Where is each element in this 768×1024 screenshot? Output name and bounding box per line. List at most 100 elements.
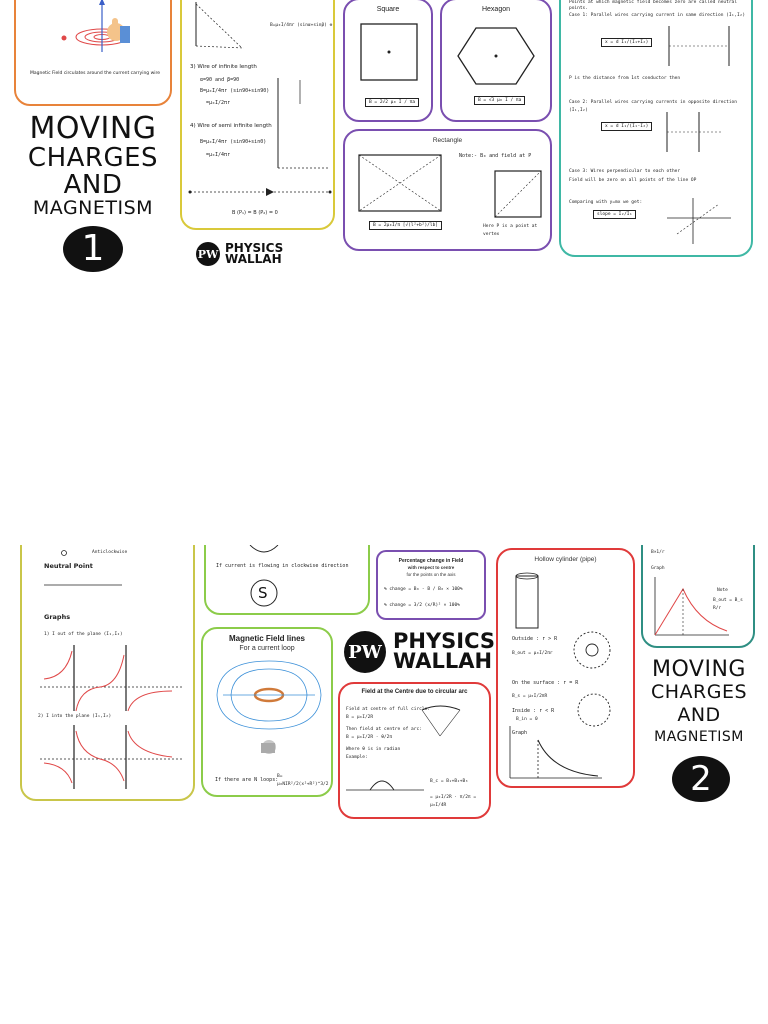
b-in: B_in = 0 xyxy=(516,717,538,722)
neutral-point-heading: Neutral Point xyxy=(44,562,93,570)
title2-moving: MOVING xyxy=(652,657,746,682)
graph-label: Graph xyxy=(512,730,528,736)
arc-diagrams xyxy=(346,705,461,791)
n-loops-formula: B= μ₀NIR²/2(x²+R²)^3/2 xyxy=(277,774,329,787)
square-formula: B = 2√2 μ₀ I / πa xyxy=(365,98,420,107)
case2-formula: x = d I₁/(I₁-I₂) xyxy=(601,122,653,131)
semi-infinite-heading: 4) Wire of semi infinite length xyxy=(190,123,272,129)
clockwise-diagram xyxy=(249,545,279,607)
panel-clockwise: If current is flowing in clockwise direc… xyxy=(204,545,370,615)
slope: slope = I₂/I₁ xyxy=(593,210,637,219)
case2: Case 2: Parallel wires carrying currents… xyxy=(569,100,737,113)
note-graph xyxy=(654,577,729,636)
brand-physics: PHYSICS xyxy=(225,240,284,255)
case3-b: Field will be zero on all points of the … xyxy=(569,178,697,183)
neutral-points-def: Points at which magnetic field becomes z… xyxy=(569,0,737,11)
title2-charges: CHARGES xyxy=(650,681,748,703)
field-lines-diagram xyxy=(216,660,322,754)
alpha-beta: α=90 and β=90 xyxy=(200,77,240,83)
title2-magnetism: MAGNETISM xyxy=(654,729,744,745)
panel-graphs: Anticlockwise Neutral Point Graphs 1) I … xyxy=(20,545,195,801)
b-r-relation: B∝1/r xyxy=(651,550,665,555)
pw-mark-large-icon: PW xyxy=(344,631,386,673)
hexagon-diagram xyxy=(457,27,535,85)
s-symbol: S xyxy=(258,584,268,602)
volume-number-badge: 1 xyxy=(63,226,123,272)
b-surface: B_s = μ₀I/2πR xyxy=(512,694,548,699)
b-semi-result: =μ₀I/4πr xyxy=(206,152,231,158)
hexagon-title: Hexagon xyxy=(481,6,511,13)
arc-example: Example: xyxy=(346,755,368,760)
field-lines-title: Magnetic Field lines xyxy=(228,634,305,643)
percentage-sub: with respect to centre xyxy=(407,565,455,570)
compare: Comparing with y=mx we get: xyxy=(569,200,643,205)
cover-strip-1: Magnetic Field circulates around the cur… xyxy=(0,0,768,272)
percentage-line2: % change = 3/2 (x/R)² × 100% xyxy=(384,603,460,608)
clockwise-note: If current is flowing in clockwise direc… xyxy=(216,563,349,569)
panel-hollow-cylinder: Hollow cylinder (pipe) Outside : r > R B… xyxy=(496,548,635,788)
panel-straight-wire: B=μ₀I/4πr (sinα+sinβ) ⊗ 3) Wire of infin… xyxy=(180,0,335,230)
volume-number-badge-2: 2 xyxy=(672,756,730,802)
infinite-wire-heading: 3) Wire of infinite length xyxy=(190,64,257,70)
wire-diagrams xyxy=(188,2,332,196)
title-charges: CHARGES xyxy=(27,143,159,173)
panel-field-lines: Magnetic Field lines For a current loop … xyxy=(201,627,333,797)
pw-logo-large: PW PHYSICS WALLAH xyxy=(344,631,495,673)
brand-wallah-large: WALLAH xyxy=(393,649,493,673)
arc-line1: Field at centre of full circle: xyxy=(346,707,430,712)
arc-sum: B_c = B₁+B₂+B₃ xyxy=(430,779,468,784)
brand-physics-large: PHYSICS xyxy=(393,629,496,654)
percentage-title: Percentage change in Field xyxy=(398,558,464,564)
b-semi: B=μ₀I/4πr (sin90+sin0) xyxy=(200,139,267,145)
n-loops: If there are N loops: xyxy=(215,777,279,783)
title-magnetism: MAGNETISM xyxy=(32,197,154,219)
panel-neutral-points: Points at which magnetic field becomes z… xyxy=(559,0,753,257)
b-result: =μ₀I/2πr xyxy=(206,100,231,106)
pw-mark-icon: PW xyxy=(196,242,220,266)
b-p1-p2: B (P₁) = B (P₂) = 0 xyxy=(232,210,278,216)
panel-rectangle: Rectangle Note:- B₀ and field at P B = 2… xyxy=(343,129,552,251)
brand-wallah: WALLAH xyxy=(225,252,282,266)
field-caption: Magnetic Field circulates around the cur… xyxy=(29,71,161,76)
arc-title: Field at the Centre due to circular arc xyxy=(361,689,468,695)
title-and: AND xyxy=(63,170,123,200)
hollow-cylinder-diagrams xyxy=(509,572,611,779)
case3: Case 3: Wires perpendicular to each othe… xyxy=(569,169,681,174)
panel-current-wire: Magnetic Field circulates around the cur… xyxy=(14,0,172,106)
arc-line2: Then field at centre of arc: xyxy=(346,727,422,732)
hexagon-formula: B = √3 μ₀ I / πa xyxy=(474,96,526,105)
title2-and: AND xyxy=(677,704,721,726)
vertex-note: Here P is a point at vertex xyxy=(483,224,538,237)
neutral-point-graphs xyxy=(40,550,182,789)
pw-logo: PW PHYSICS WALLAH xyxy=(196,240,284,266)
graph2-label: 2) I into the plane (I₁,I₂) xyxy=(38,714,112,719)
graph-label-2: Graph xyxy=(651,566,665,571)
rectangle-title: Rectangle xyxy=(432,137,463,144)
title-moving: MOVING xyxy=(29,111,157,146)
square-diagram xyxy=(360,23,418,81)
arc-result: = μ₀I/2R · π/2π = μ₀I/4R xyxy=(430,795,477,808)
panel-note: B∝1/r Graph Note B_out = B_s R/r xyxy=(641,545,755,648)
graph1-label: 1) I out of the plane (I₁,I₂) xyxy=(44,632,123,637)
panel-percentage: Percentage change in Field with respect … xyxy=(376,550,486,620)
distance-note: P is the distance from 1st conductor the… xyxy=(569,76,681,81)
percentage-sub2: for the points on the axis xyxy=(406,572,456,577)
arc-line2b: B = μ₀I/2R · θ/2π xyxy=(346,735,393,740)
anticlockwise-label: Anticlockwise xyxy=(92,550,128,555)
panel-circular-arc: Field at the Centre due to circular arc … xyxy=(338,682,491,819)
hollow-title: Hollow cylinder (pipe) xyxy=(534,556,597,563)
outside-label: Outside : r > R xyxy=(512,636,558,642)
b-out: B_out = μ₀I/2πr xyxy=(512,651,553,656)
arc-line1b: B = μ₀I/2R xyxy=(346,715,374,720)
b-infinite: B=μ₀I/4πr (sin90+sin90) xyxy=(200,88,270,94)
arc-line3: Where θ is in radian xyxy=(346,747,401,752)
note-formula: B_out = B_s R/r xyxy=(713,598,743,611)
panel-hexagon: Hexagon B = √3 μ₀ I / πa xyxy=(440,0,552,122)
rectangle-formula: B = 2μ₀I/π [√(l²+b²)/lb] xyxy=(369,221,443,230)
hand-rule-illustration xyxy=(61,0,130,52)
wire-formula: B=μ₀I/4πr (sinα+sinβ) ⊗ xyxy=(270,23,333,28)
on-surface-label: On the surface : r = R xyxy=(512,680,579,686)
rect-note: Note:- B₀ and field at P xyxy=(459,153,532,159)
rectangle-diagram xyxy=(358,154,542,218)
case1-formula: x = d I₁/(I₁+I₂) xyxy=(601,38,653,47)
